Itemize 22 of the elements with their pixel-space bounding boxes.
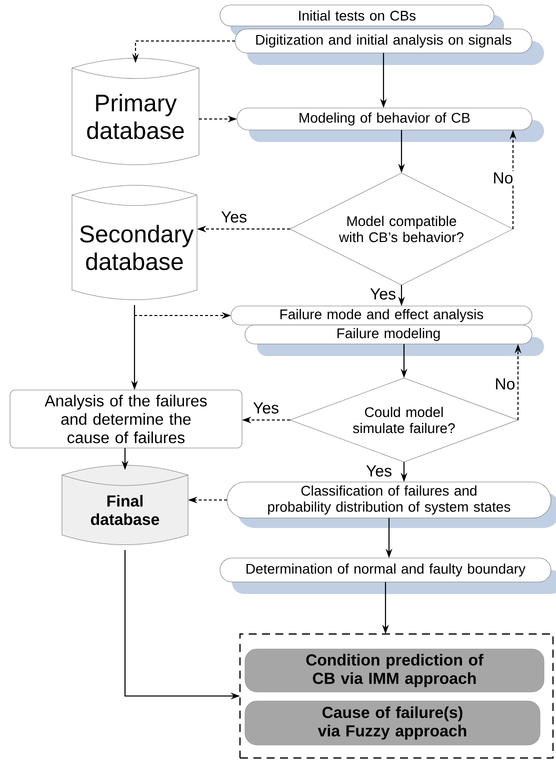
result-box: Condition prediction of CB via IMM approach (244, 648, 544, 692)
edge-label: No (493, 377, 517, 391)
dashed-group-box (239, 633, 554, 759)
edge-label: Yes (252, 401, 280, 415)
database-cylinder: Final database (62, 464, 188, 546)
edge-label: No (491, 171, 515, 185)
process-box: Determination of normal and faulty boundary (220, 558, 552, 582)
process-box: Analysis of the failures and determine the cause of failures (10, 390, 242, 448)
result-box: Cause of failure(s) via Fuzzy approach (244, 700, 540, 746)
node-label: Classification of failures and probability distribution of system states (268, 485, 510, 515)
process-box: Classification of failures and probability distribution of system states (226, 482, 552, 518)
process-box: Failure mode and effect analysis (230, 306, 532, 326)
database-cylinder: Secondary database (72, 185, 198, 300)
edge-label: Yes (364, 464, 394, 478)
edge-label: Yes (368, 287, 398, 301)
node-label: Determination of normal and faulty boundary (246, 563, 526, 577)
process-box: Modeling of behavior of CB (236, 108, 532, 130)
database-cylinder: Primary database (72, 58, 200, 166)
process-box: Digitization and initial analysis on signals (234, 28, 532, 54)
edge-label: Yes (220, 210, 248, 224)
process-box: Failure modeling (244, 324, 532, 344)
process-box: Initial tests on CBs (220, 4, 494, 26)
